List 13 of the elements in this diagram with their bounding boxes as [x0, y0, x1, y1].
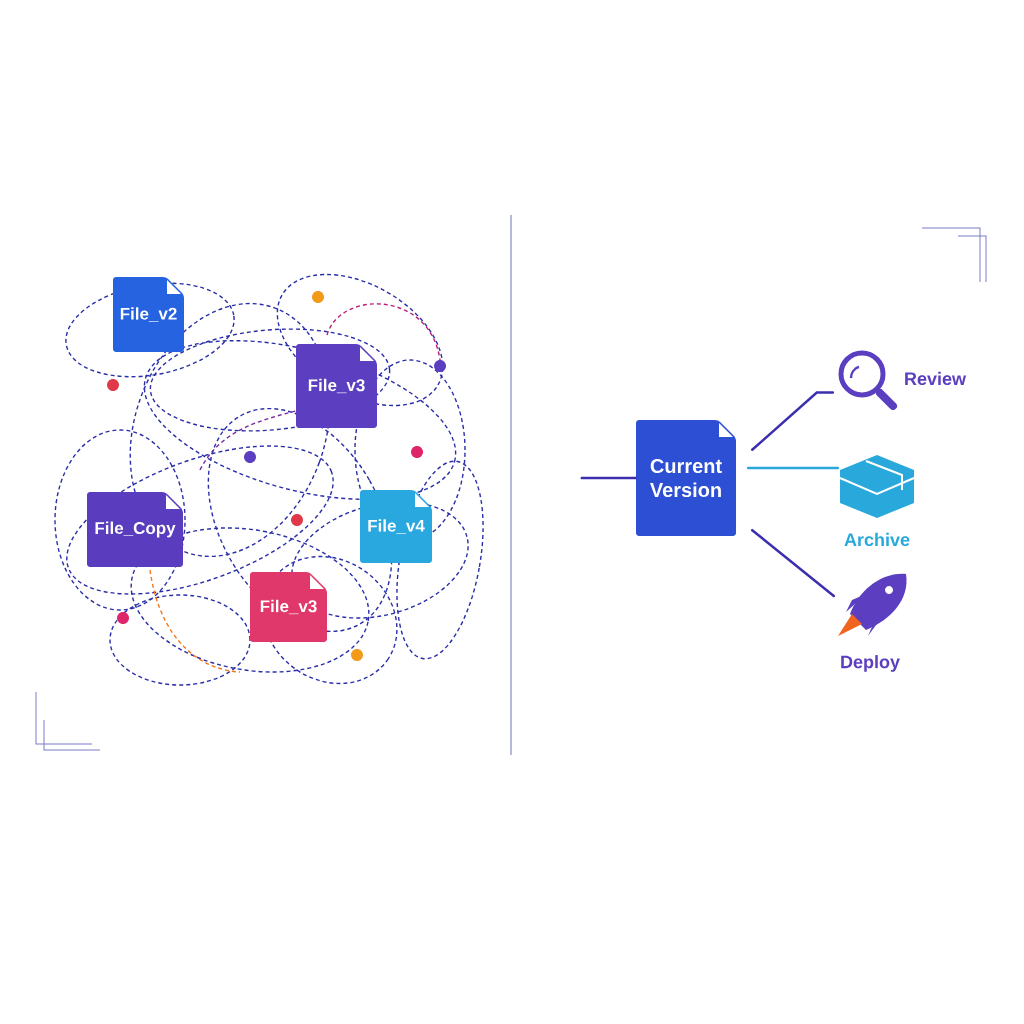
- document-box: File_v2: [113, 277, 184, 352]
- connector-line: [746, 466, 840, 470]
- document-box: File_v3: [296, 344, 377, 428]
- document-box: File_v4: [360, 490, 432, 563]
- document-box: File_Copy: [87, 492, 183, 567]
- document-box: Current Version: [636, 420, 736, 536]
- icon-label: Deploy: [841, 655, 900, 672]
- connector-line: [580, 476, 638, 480]
- connector-line: [750, 528, 836, 598]
- icon-label: Review: [905, 371, 967, 386]
- document-box: File_v3: [250, 572, 327, 642]
- icon-label: Archive: [844, 532, 910, 547]
- connector-line: [750, 391, 835, 452]
